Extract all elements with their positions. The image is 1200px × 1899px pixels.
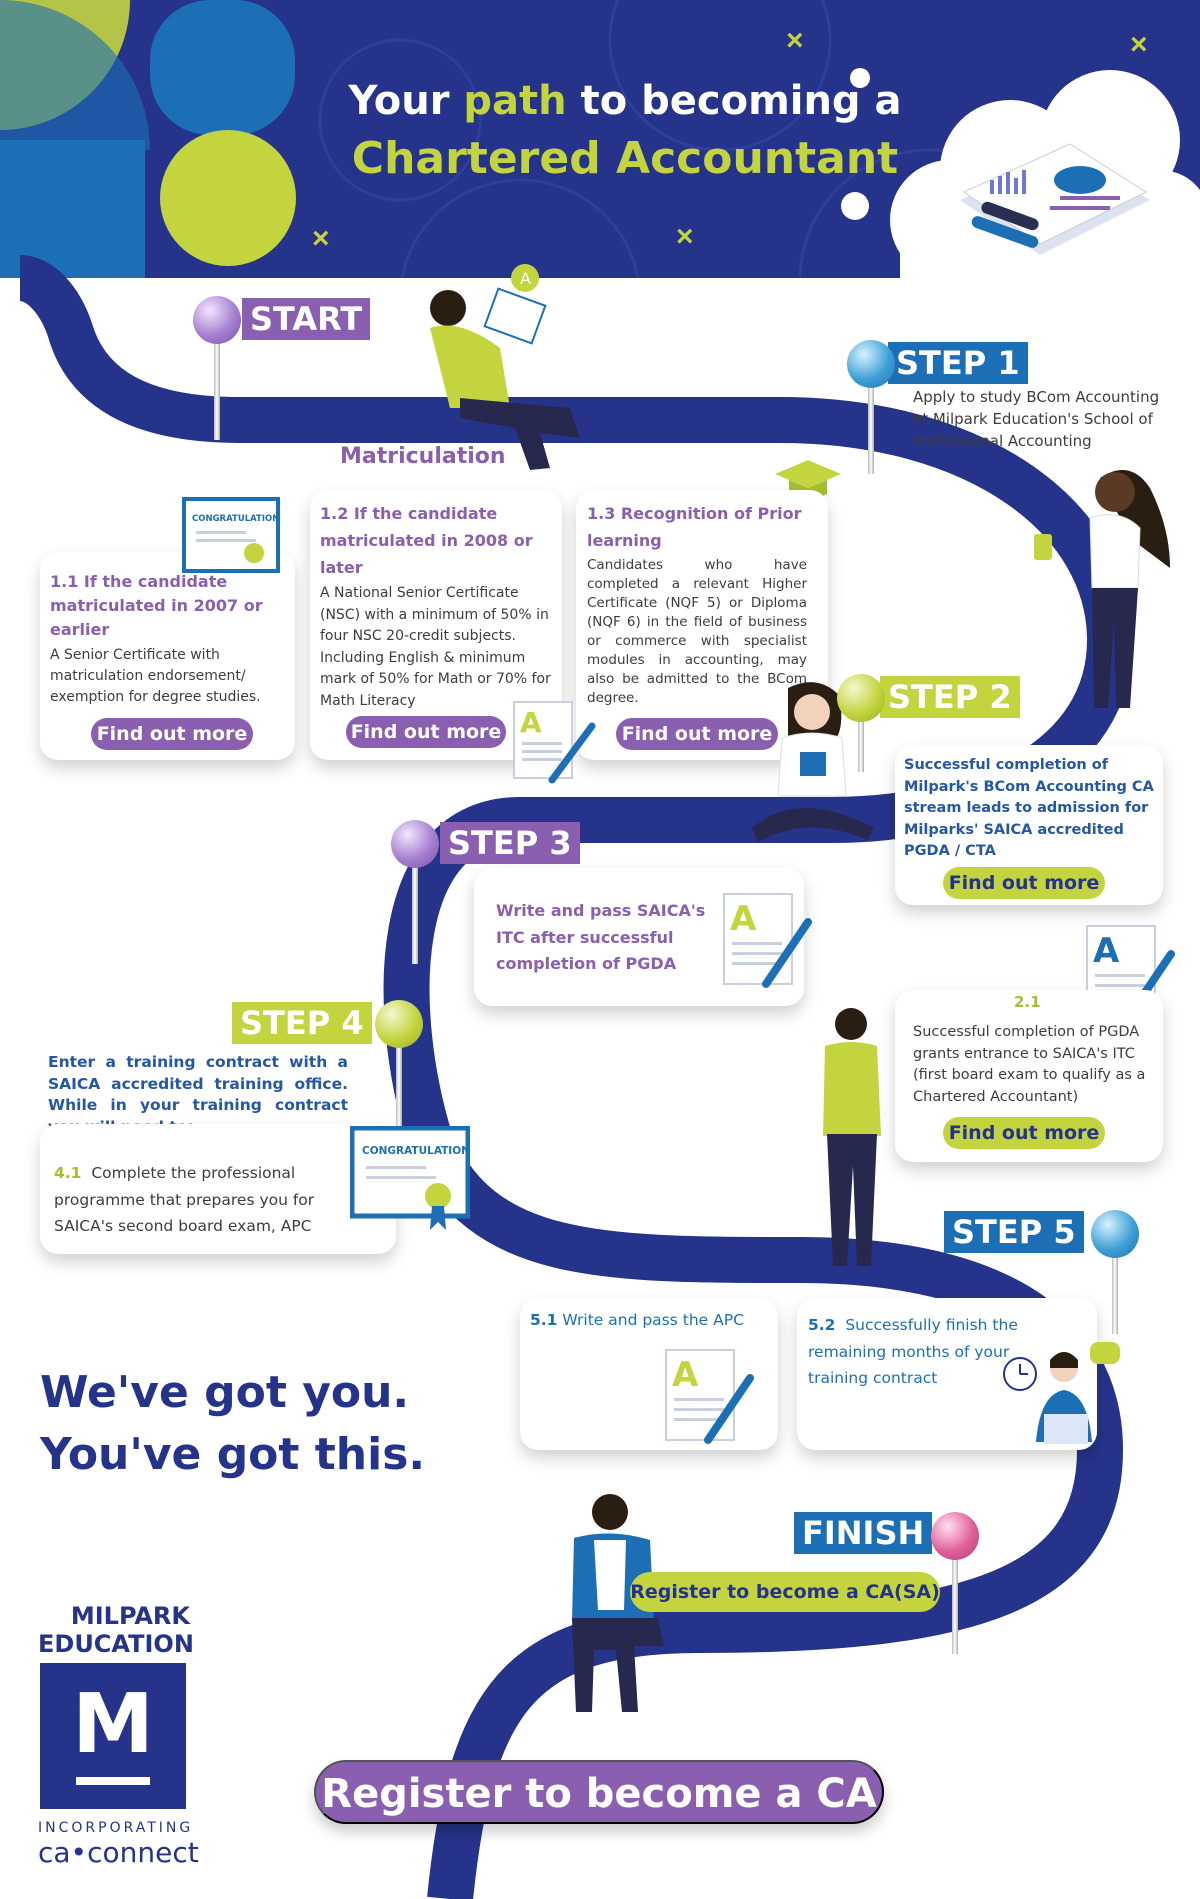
incorporating-label: INCORPORATING [38,1820,194,1836]
sparkle-cross-icon: × [786,24,804,57]
matric-card-2008-text: 1.2 If the candidate matriculated in 200… [320,500,554,712]
step4-item-body: Complete the professional programme that… [54,1164,315,1235]
milpark-logo-text: MILPARK EDUCATION [38,1602,194,1658]
find-out-more-button-step2[interactable]: Find out more [943,867,1105,899]
matric-card-rpl-text: 1.3 Recognition of Prior learning Candid… [587,500,807,708]
slogan-line2: You've got this. [40,1429,426,1480]
header-decor [0,0,1200,278]
standing-man-illustration [823,1008,881,1266]
find-out-more-button-2008[interactable]: Find out more [346,716,506,748]
page-title: Your path to becoming a Chartered Accoun… [348,78,902,184]
step5-1-text: 5.1 Write and pass the APC [530,1310,770,1331]
step5-2-text: 5.2 Successfully finish the remaining mo… [808,1312,1030,1392]
matric-card-rpl-title: 1.3 Recognition of Prior learning [587,504,802,550]
step2-description: Successful completion of Milpark's BCom … [904,757,1154,859]
document-pen-icon: A [513,701,596,784]
certificate-icon: CONGRATULATION! [350,1126,470,1230]
student-reading-illustration: A [430,264,580,470]
step5-1-number: 5.1 [530,1311,558,1329]
matric-card-2007-text: 1.1 If the candidate matriculated in 200… [50,570,285,708]
step4-item-number: 4.1 [54,1164,82,1182]
step2-1-number: 2.1 [1014,993,1041,1011]
register-cta-button[interactable]: Register to become a CA [314,1760,884,1824]
step2-1-description: Successful completion of PGDA grants ent… [913,1024,1146,1105]
document-pen-icon: A [723,893,812,988]
matric-card-2008-title: 1.2 If the candidate matriculated in 200… [320,504,533,577]
step4-card [40,1124,396,1254]
step4-label: STEP 4 [232,1002,372,1044]
milpark-logo: M [40,1663,186,1809]
step3-label: STEP 3 [440,822,580,864]
header-banner: × × × × Your path to becoming a Chartere… [0,0,1200,278]
step1-label: STEP 1 [888,342,1028,384]
svg-text:A: A [520,706,542,739]
step5-label: STEP 5 [944,1211,1084,1253]
step5-2-body: Successfully finish the remaining months… [808,1316,1018,1387]
sparkle-cross-icon: × [1130,28,1148,61]
woman-at-laptop-illustration [1003,1342,1120,1444]
svg-text:A: A [672,1355,699,1395]
svg-text:A: A [1093,931,1120,971]
matric-card-2007-title: 1.1 If the candidate matriculated in 200… [50,572,263,639]
finish-label: FINISH [794,1512,933,1554]
matriculation-heading: Matriculation [340,444,506,469]
slogan: We've got you. You've got this. [40,1362,425,1486]
step3-description: Write and pass SAICA's ITC after success… [496,901,706,973]
step2-label: STEP 2 [880,676,1020,718]
matric-card-2007-body: A Senior Certificate with matriculation … [50,647,261,705]
step4-item: 4.1 Complete the professional programme … [54,1160,354,1240]
matric-card-rpl [576,490,828,760]
certificate-icon: CONGRATULATION! [182,497,280,573]
register-ca-sa-pill[interactable]: Register to become a CA(SA) [630,1572,940,1612]
sparkle-cross-icon: × [312,222,330,255]
svg-text:A: A [730,899,757,939]
slogan-line1: We've got you. [40,1367,410,1418]
step5-1-body: Write and pass the APC [562,1311,744,1329]
find-out-more-button-rpl[interactable]: Find out more [616,718,778,750]
step1-description: Apply to study BCom Accounting at Milpar… [913,388,1160,450]
find-out-more-button-2007[interactable]: Find out more [91,718,253,750]
woman-with-phone-illustration [1034,470,1170,708]
start-label: START [242,298,371,340]
sparkle-cross-icon: × [676,220,694,253]
grade-a-icon: A [520,269,531,288]
report-papers-icon [960,143,1150,255]
matric-card-2008-body: A National Senior Certificate (NSC) with… [320,585,551,709]
find-out-more-button-step2-1[interactable]: Find out more [943,1117,1105,1149]
milpark-logo-letter: M [72,1677,154,1772]
step5-2-number: 5.2 [808,1316,836,1334]
document-pen-icon: A [665,1349,754,1444]
matric-card-rpl-body: Candidates who have completed a relevant… [587,557,807,706]
girl-reading-illustration [752,682,874,842]
caconnect-logo: ca•connect [38,1836,199,1869]
svg-text:CONGRATULATION!: CONGRATULATION! [192,514,280,524]
svg-text:CONGRATULATION!: CONGRATULATION! [362,1145,470,1157]
